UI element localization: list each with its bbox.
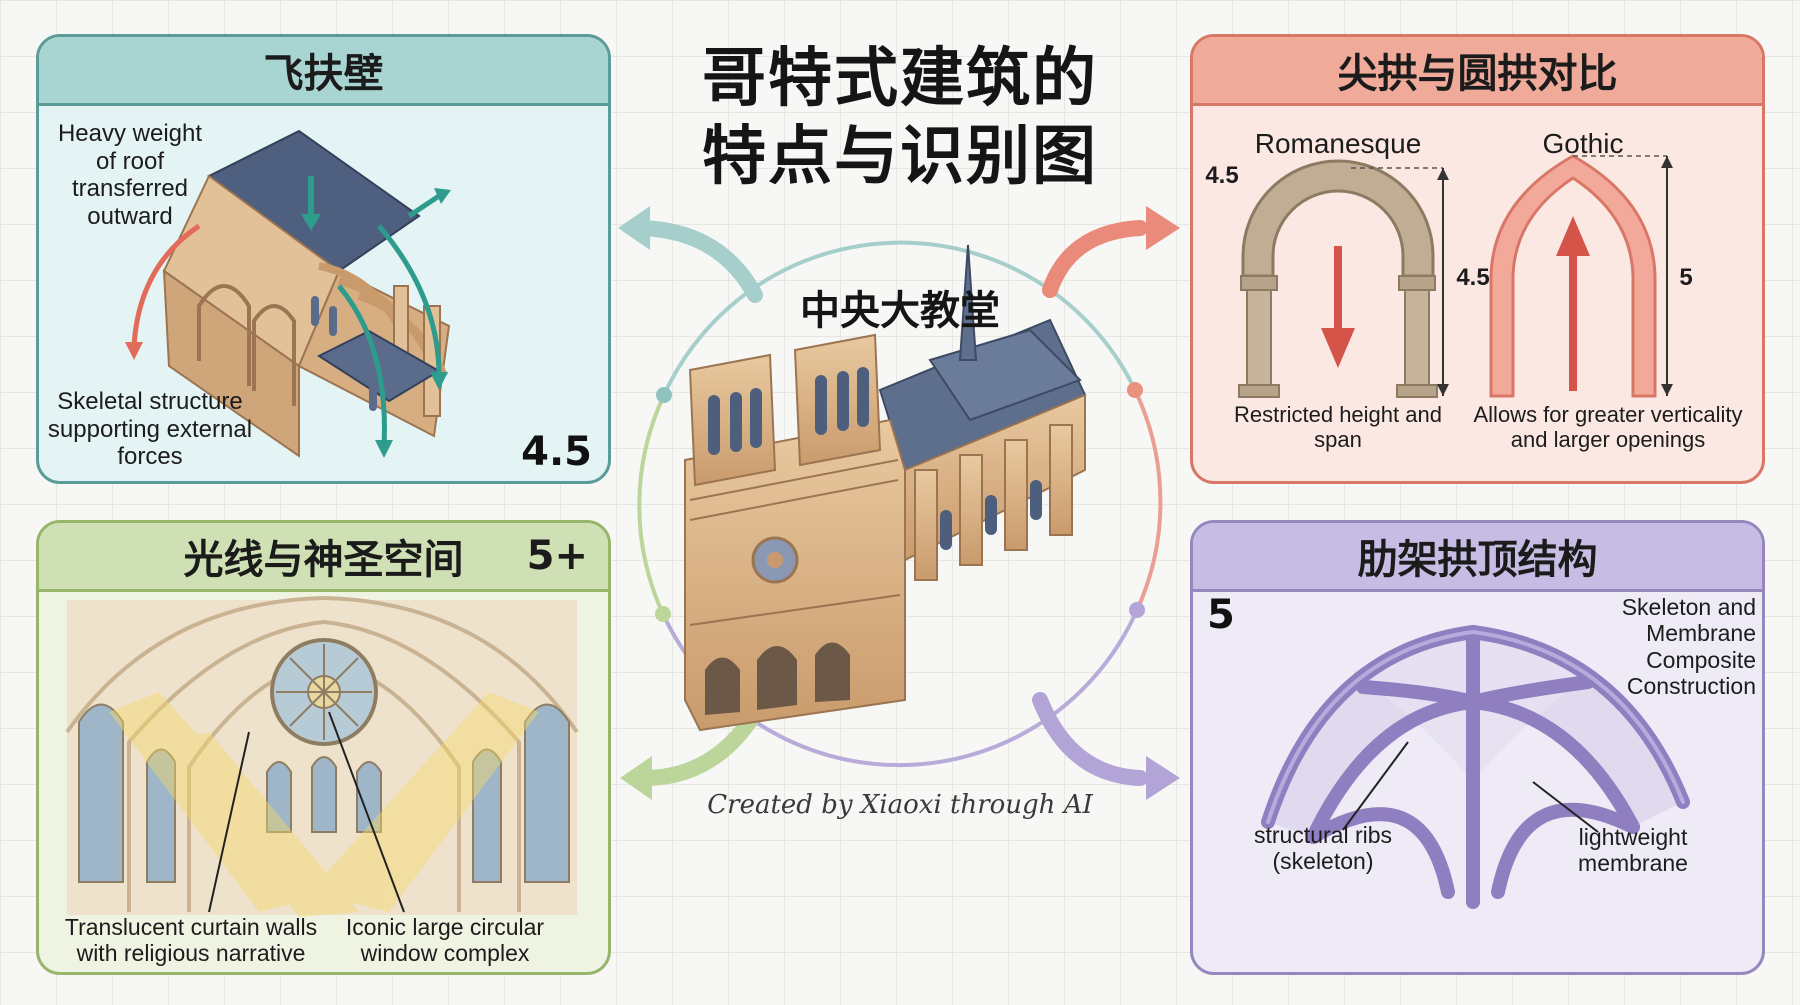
light-panel: 光线与神圣空间 5+	[36, 520, 611, 975]
flying-buttress-body: Heavy weight of roof transferred outward…	[39, 106, 608, 481]
arrow-to-arch-compare	[1042, 206, 1180, 298]
romanesque-label: Romanesque	[1254, 128, 1422, 159]
light-rating: 5+	[526, 533, 588, 579]
main-title: 哥特式建筑的 特点与识别图	[640, 40, 1160, 196]
structural-ribs-label: structural ribs (skeleton)	[1253, 822, 1393, 875]
curtain-walls-label: Translucent curtain walls with religious…	[64, 914, 318, 967]
cathedral-label: 中央大教堂	[800, 288, 1000, 334]
romanesque-dimension-value: 4.5	[1456, 264, 1490, 291]
romanesque-caption: Restricted height and span	[1234, 402, 1442, 453]
flying-buttress-rating: 4.5	[521, 429, 592, 475]
light-title: 光线与神圣空间	[183, 537, 464, 583]
flying-buttress-title: 飞扶壁	[263, 51, 384, 97]
arrow-to-rib-vault	[1032, 692, 1180, 800]
main-title-line2: 特点与识别图	[702, 120, 1098, 195]
main-title-line1: 哥特式建筑的	[702, 42, 1098, 116]
rib-vault-title: 肋架拱顶结构	[1357, 537, 1598, 583]
lightweight-membrane-label: lightweight membrane	[1578, 824, 1688, 877]
skeleton-membrane-label: Skeleton and Membrane Composite Construc…	[1621, 594, 1756, 700]
rib-vault-body: 5 Skeleton and Membrane Composite Constr…	[1193, 592, 1762, 972]
flying-buttress-header: 飞扶壁	[39, 37, 608, 106]
gothic-dimension-value: 5	[1679, 264, 1693, 291]
rib-vault-panel: 肋架拱顶结构	[1190, 520, 1765, 975]
arch-compare-panel: 尖拱与圆拱对比 Romanesque Gothic	[1190, 34, 1765, 484]
flying-buttress-illustration	[125, 129, 451, 458]
roof-weight-label: Heavy weight of roof transferred outward	[57, 120, 203, 230]
arch-compare-header: 尖拱与圆拱对比	[1193, 37, 1762, 106]
light-header: 光线与神圣空间 5+	[39, 523, 608, 592]
light-body: Translucent curtain walls with religious…	[39, 592, 608, 972]
arch-compare-title: 尖拱与圆拱对比	[1337, 51, 1618, 97]
flying-buttress-panel: 飞扶壁	[36, 34, 611, 484]
romanesque-height-value: 4.5	[1205, 162, 1239, 189]
nave-interior-illustration	[65, 596, 579, 917]
gothic-caption: Allows for greater verticality and large…	[1473, 402, 1743, 453]
rose-window-label: Iconic large circular window complex	[345, 914, 545, 967]
rib-vault-header: 肋架拱顶结构	[1193, 523, 1762, 592]
gothic-label: Gothic	[1542, 128, 1624, 159]
skeletal-structure-label: Skeletal structure supporting external f…	[47, 388, 253, 471]
cathedral-drawing	[684, 244, 1087, 732]
arch-compare-illustration	[1238, 154, 1673, 398]
arrow-to-flying-buttress	[618, 206, 763, 303]
credit-text: Created by Xiaoxi through AI	[707, 790, 1093, 820]
rib-vault-rating: 5	[1207, 592, 1235, 638]
arch-compare-body: Romanesque Gothic	[1193, 106, 1762, 481]
rib-vault-illustration	[1261, 625, 1690, 909]
